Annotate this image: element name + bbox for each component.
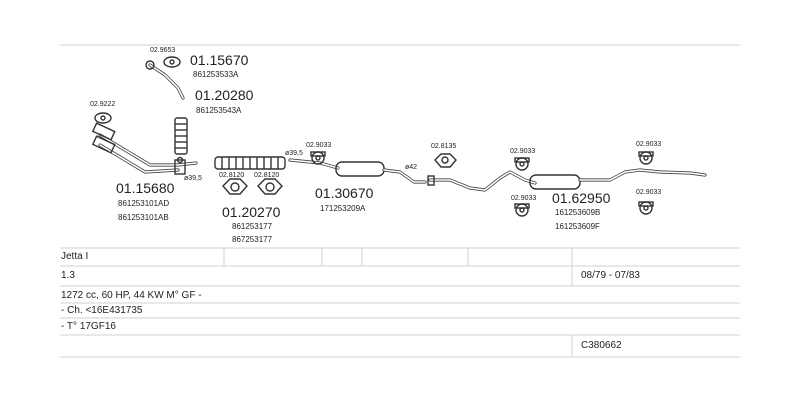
pipe-01-15670-drawing — [145, 60, 185, 100]
accessory-02-9033-mid-label: 02.9033 — [306, 142, 331, 149]
engine-size: 1.3 — [61, 270, 75, 281]
middle-silencer-01-30670-drawing — [335, 161, 427, 184]
part-01-62950-number: 01.62950 — [552, 190, 611, 206]
diameter-42-label: ø42 — [405, 164, 417, 171]
accessory-02-8120-left-label: 02.8120 — [219, 172, 244, 179]
catalog-code: C380662 — [581, 340, 622, 351]
accessory-02-8120-right-label: 02.8120 — [254, 172, 279, 179]
part-01-20280-number: 01.20280 — [195, 87, 254, 103]
part-01-20270-oem-2: 867253177 — [232, 235, 273, 244]
chassis-number: - Ch. <16E431735 — [61, 305, 143, 316]
gasket-02-8135-drawing — [434, 153, 457, 168]
front-pipe-drawing — [91, 122, 198, 175]
part-01-15680-oem-1: 861253101AD — [118, 199, 169, 208]
hanger-02-9033-middle-drawing — [310, 151, 326, 165]
hanger-02-9033-d-drawing — [638, 201, 654, 215]
part-01-20280-oem: 861253543A — [196, 106, 242, 115]
part-01-62950-oem-2: 161253609F — [555, 222, 600, 231]
accessory-02-9033-a-label: 02.9033 — [510, 148, 535, 155]
accessory-02-8135-label: 02.8135 — [431, 143, 456, 150]
diameter-39-5-front-label: ø39,5 — [184, 175, 202, 182]
gasket-02-9653-drawing — [163, 56, 181, 68]
gasket-02-8120-left-drawing — [222, 178, 248, 195]
accessory-02-9033-c-label: 02.9033 — [636, 141, 661, 148]
engine-type: - T° 17GF16 — [61, 321, 116, 332]
part-01-15670-oem: 861253533A — [193, 70, 239, 79]
part-01-30670-number: 01.30670 — [315, 185, 374, 201]
accessory-02-9033-d-label: 02.9033 — [636, 189, 661, 196]
gasket-02-8120-right-drawing — [257, 178, 283, 195]
flex-01-20280-drawing — [174, 117, 188, 155]
hanger-02-9033-c-drawing — [638, 151, 654, 165]
rear-silencer-01-62950-drawing — [529, 168, 707, 190]
gasket-02-9222-drawing — [94, 112, 112, 124]
model-name: Jetta I — [61, 251, 89, 262]
hanger-02-9033-b-drawing — [514, 203, 530, 217]
rear-pipe-drawing — [427, 170, 537, 192]
pipe-to-middle-silencer-drawing — [288, 158, 340, 170]
diameter-39-5-mid-label: ø39,5 — [285, 150, 303, 157]
part-01-62950-oem-1: 161253609B — [555, 208, 600, 217]
part-01-15680-number: 01.15680 — [116, 180, 175, 196]
info-table-grid — [60, 247, 740, 358]
part-01-15680-oem-2: 861253101AB — [118, 213, 169, 222]
part-01-30670-oem: 171253209A — [320, 204, 366, 213]
hanger-02-9033-a-drawing — [514, 157, 530, 171]
flex-01-20270-drawing — [214, 156, 286, 170]
part-01-15670-number: 01.15670 — [190, 52, 249, 68]
part-01-20270-oem-1: 861253177 — [232, 222, 273, 231]
accessory-02-9222-label: 02.9222 — [90, 101, 115, 108]
production-years: 08/79 - 07/83 — [581, 270, 640, 281]
accessory-02-9033-b-label: 02.9033 — [511, 195, 536, 202]
engine-spec: 1272 cc, 60 HP, 44 KW M° GF - — [61, 290, 202, 301]
accessory-02-9653-label: 02.9653 — [150, 47, 175, 54]
part-01-20270-number: 01.20270 — [222, 204, 281, 220]
